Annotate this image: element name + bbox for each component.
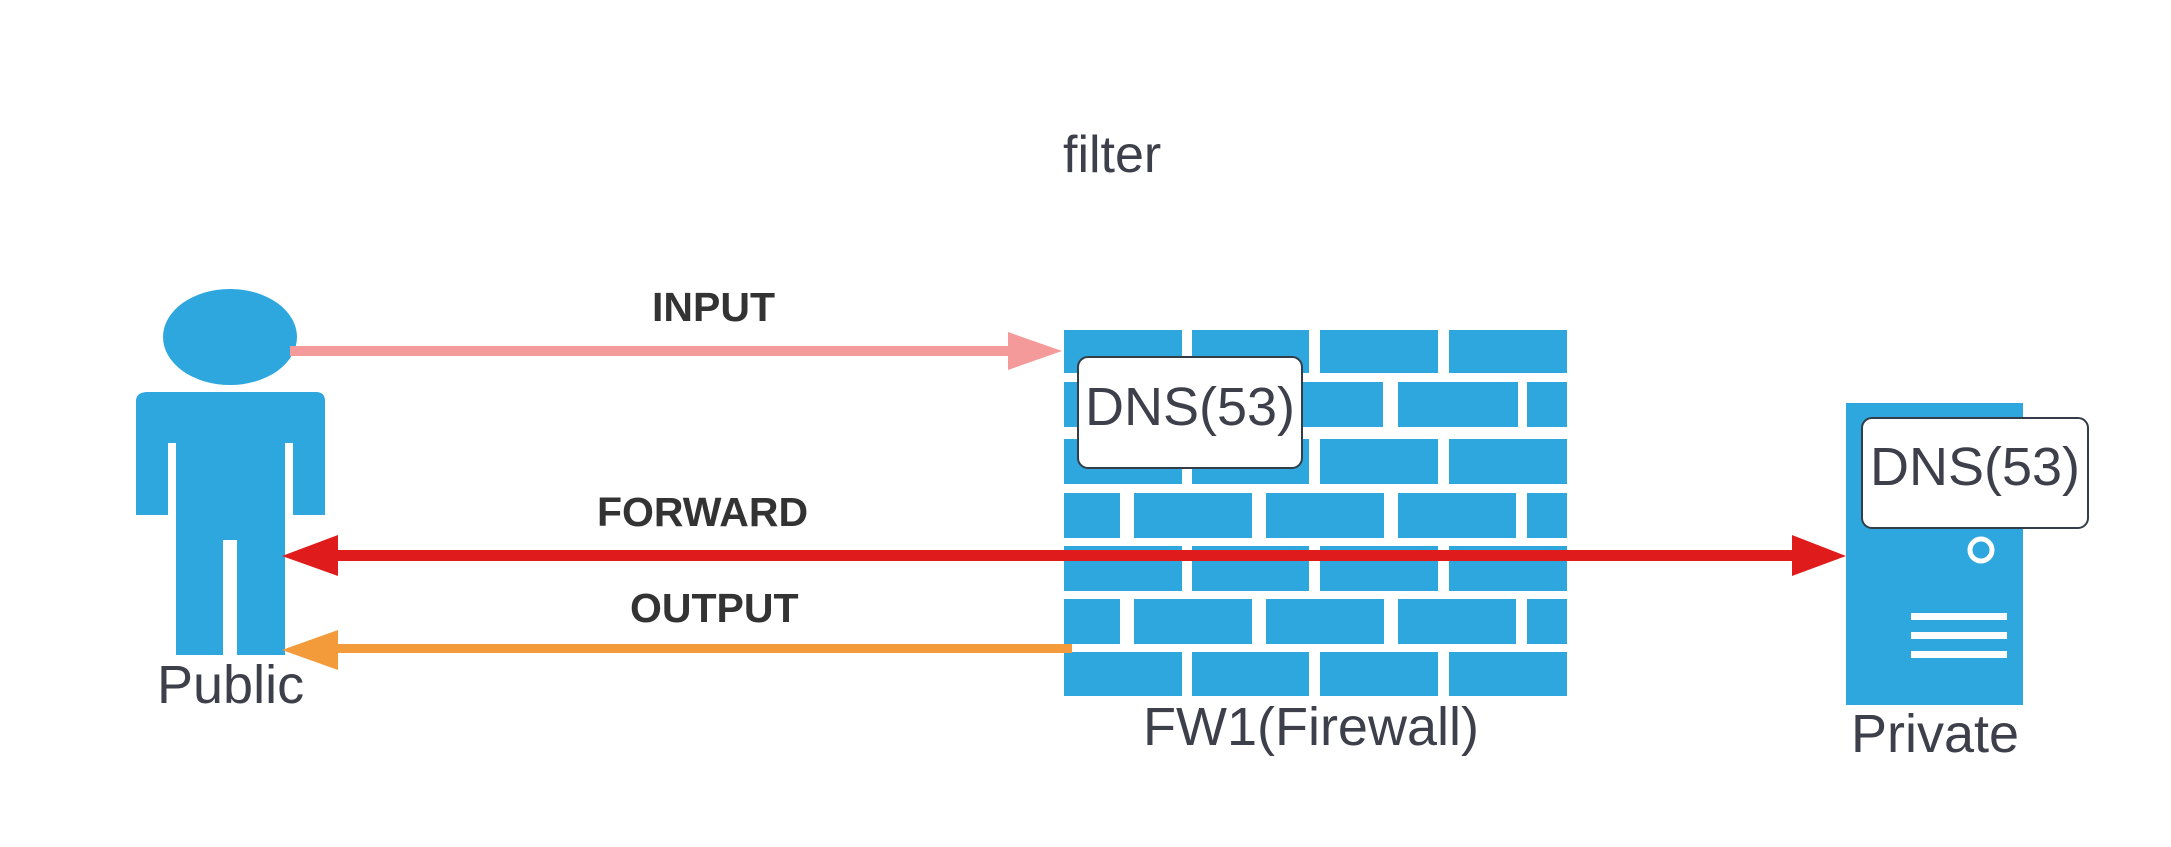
firewall-dns-service-label: DNS(53) bbox=[1085, 377, 1295, 437]
firewall-label: FW1(Firewall) bbox=[1143, 697, 1479, 757]
input-arrow-label: INPUT bbox=[652, 284, 775, 330]
firewall-dns-service-box: DNS(53) bbox=[1077, 356, 1303, 469]
output-arrow-label: OUTPUT bbox=[630, 585, 799, 631]
public-label: Public bbox=[157, 655, 304, 715]
forward-arrow bbox=[282, 535, 1846, 576]
forward-arrow-label: FORWARD bbox=[597, 489, 808, 535]
private-label: Private bbox=[1851, 704, 2019, 764]
output-arrow bbox=[282, 630, 1072, 670]
person-icon bbox=[136, 289, 325, 655]
diagram-title: filter bbox=[1063, 126, 1161, 184]
input-arrow bbox=[290, 332, 1062, 370]
private-dns-service-label: DNS(53) bbox=[1870, 437, 2080, 497]
private-dns-service-box: DNS(53) bbox=[1861, 417, 2089, 529]
